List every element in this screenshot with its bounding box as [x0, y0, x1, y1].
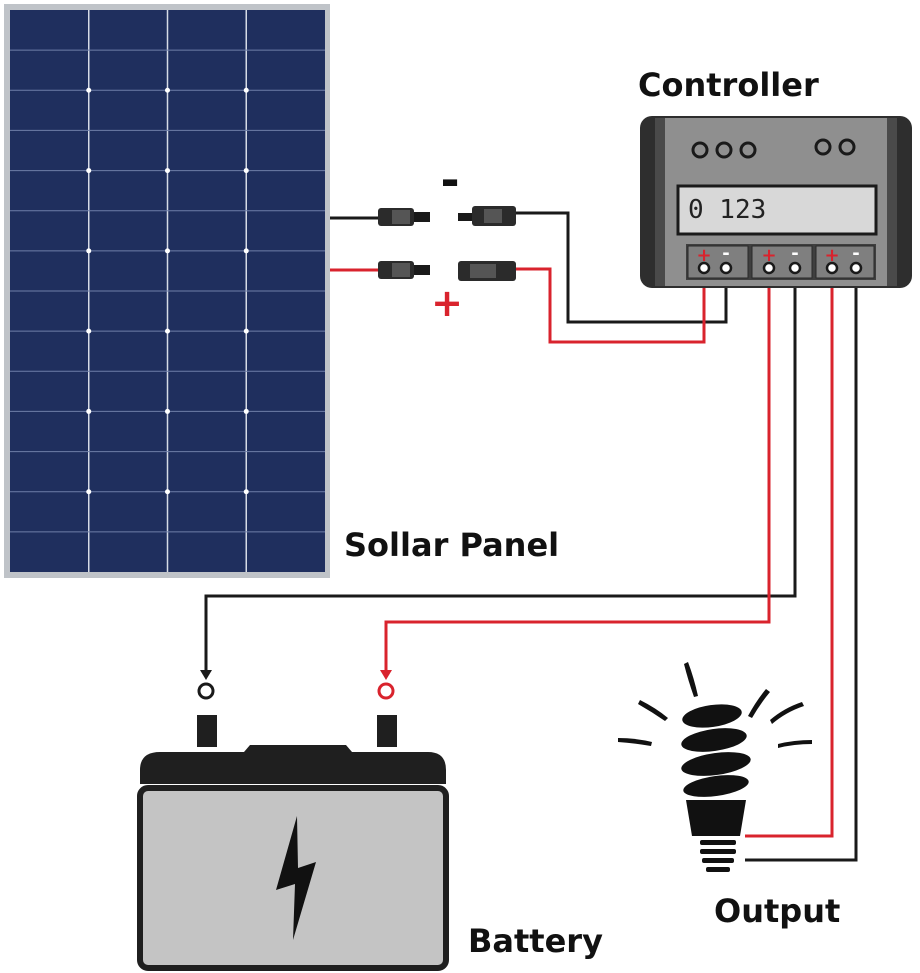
panel-cell-dot	[86, 328, 92, 334]
load-positive-wire	[745, 268, 834, 838]
controller-display-value: 0 123	[688, 195, 766, 225]
load-minus-sign: -	[852, 243, 859, 264]
mc4-connector-icon	[378, 206, 516, 281]
battery-negative-arrow	[200, 670, 212, 680]
battery-negative-wire	[204, 268, 797, 672]
panel-cell-dot	[86, 408, 92, 414]
solar-panel-icon	[4, 4, 330, 578]
pv-negative-wire	[515, 211, 728, 324]
wires	[204, 211, 858, 862]
panel-cell-dot	[243, 408, 249, 414]
battery-plus-sign: +	[761, 245, 776, 266]
connector-plus-sign: +	[431, 281, 463, 325]
panel-cell-dot	[243, 328, 249, 334]
light-bulb-icon	[618, 662, 812, 872]
panel-label: Sollar Panel	[344, 526, 559, 564]
panel-cell-dot	[165, 87, 170, 93]
panel-cell-grid	[10, 10, 325, 572]
panel-cell-dot	[86, 168, 92, 174]
pv-positive-wire	[515, 267, 706, 344]
panel-cell-dot	[165, 248, 170, 254]
connector-minus-sign: -	[440, 153, 459, 207]
panel-cell-dot	[86, 248, 92, 254]
pv-plus-sign: +	[696, 245, 711, 266]
panel-cell-dot	[165, 168, 170, 174]
battery-label: Battery	[468, 922, 603, 960]
battery-icon	[137, 682, 449, 971]
output-label: Output	[714, 892, 840, 930]
controller-display	[676, 184, 878, 236]
panel-cell-dot	[86, 489, 92, 495]
battery-positive-arrow	[380, 670, 392, 680]
panel-cell-dot	[243, 248, 249, 254]
controller-label: Controller	[638, 66, 819, 104]
load-negative-wire	[745, 268, 858, 862]
panel-cell-dot	[243, 489, 249, 495]
controller-indicator-lights	[691, 138, 856, 159]
pv-minus-sign: -	[722, 243, 729, 264]
panel-cell-dot	[165, 408, 170, 414]
panel-cell-dot	[243, 168, 249, 174]
lightning-bolt-icon	[276, 816, 316, 940]
charge-controller-icon: 0 123 + - + - + -	[640, 116, 912, 288]
panel-cell-dot	[165, 328, 170, 334]
panel-cell-dot	[86, 87, 92, 93]
battery-positive-wire	[384, 268, 771, 672]
panel-cell-dot	[165, 489, 170, 495]
battery-minus-sign: -	[791, 243, 798, 264]
panel-cell-dot	[243, 87, 249, 93]
load-plus-sign: +	[824, 245, 839, 266]
